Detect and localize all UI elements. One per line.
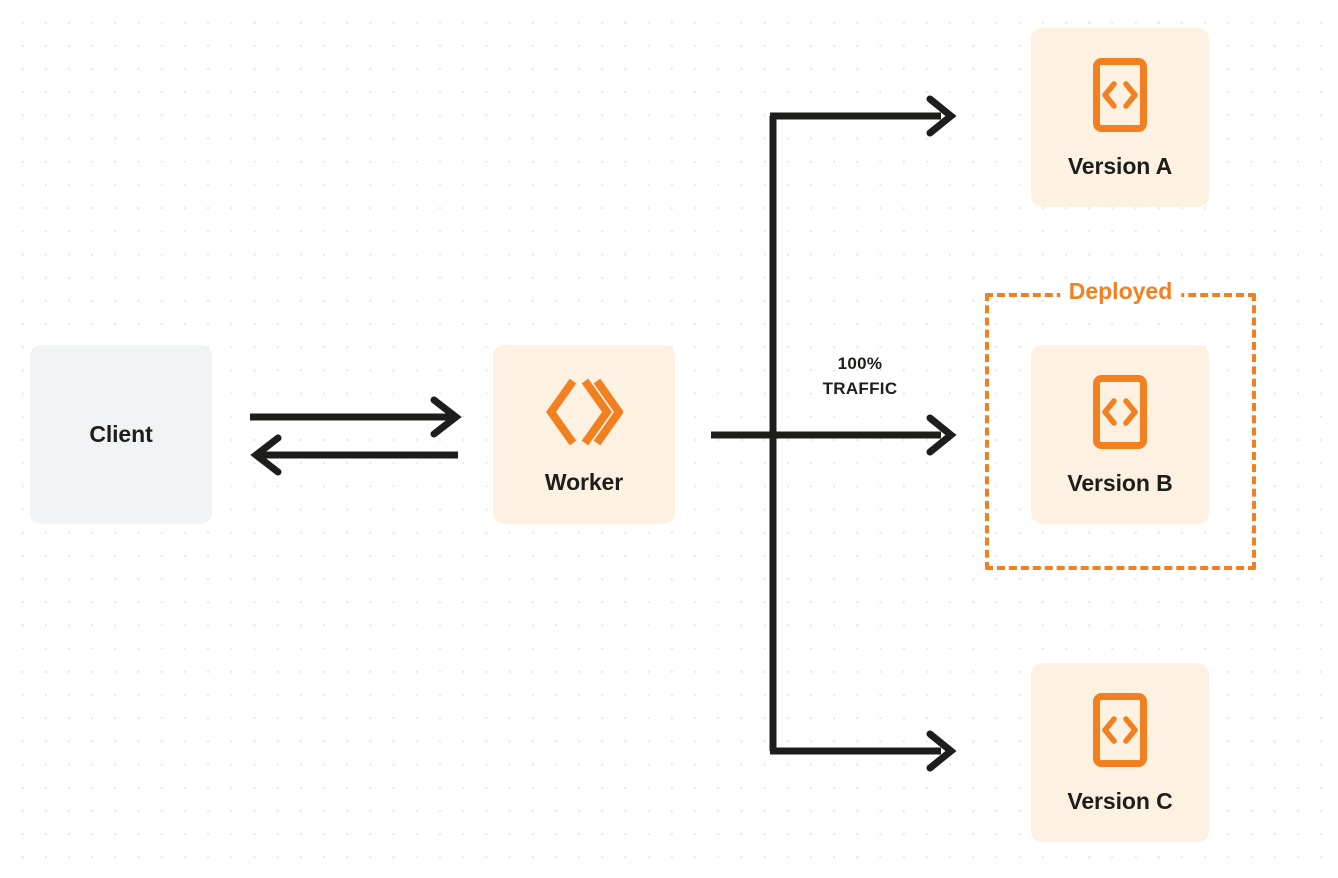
traffic-unit: TRAFFIC [822,378,898,398]
node-version-b[interactable]: Version B [1031,345,1209,524]
node-version-c[interactable]: Version C [1031,663,1209,842]
deployed-group-label: Deployed [1059,280,1182,303]
edge-worker-to-version-a [770,95,957,137]
node-version-b-label: Version B [1067,470,1173,496]
traffic-percent: 100% [837,354,883,373]
deployed-group: Deployed [985,280,1256,570]
edge-worker-to-version-b [711,414,957,456]
node-version-c-label: Version C [1067,788,1173,814]
node-client[interactable]: Client [30,345,212,524]
cloudflare-workers-icon [545,375,623,449]
node-worker-label: Worker [544,469,624,495]
node-worker[interactable]: Worker [493,345,675,524]
edge-worker-to-version-c [770,730,957,772]
code-file-icon [1092,374,1148,450]
node-client-label: Client [89,421,153,447]
code-file-icon [1092,57,1148,133]
node-version-a-label: Version A [1067,153,1173,179]
edge-worker-to-client [250,434,458,476]
edge-client-to-worker [250,396,462,438]
traffic-label: 100% TRAFFIC [790,352,930,401]
node-version-a[interactable]: Version A [1031,28,1209,207]
code-file-icon [1092,692,1148,768]
